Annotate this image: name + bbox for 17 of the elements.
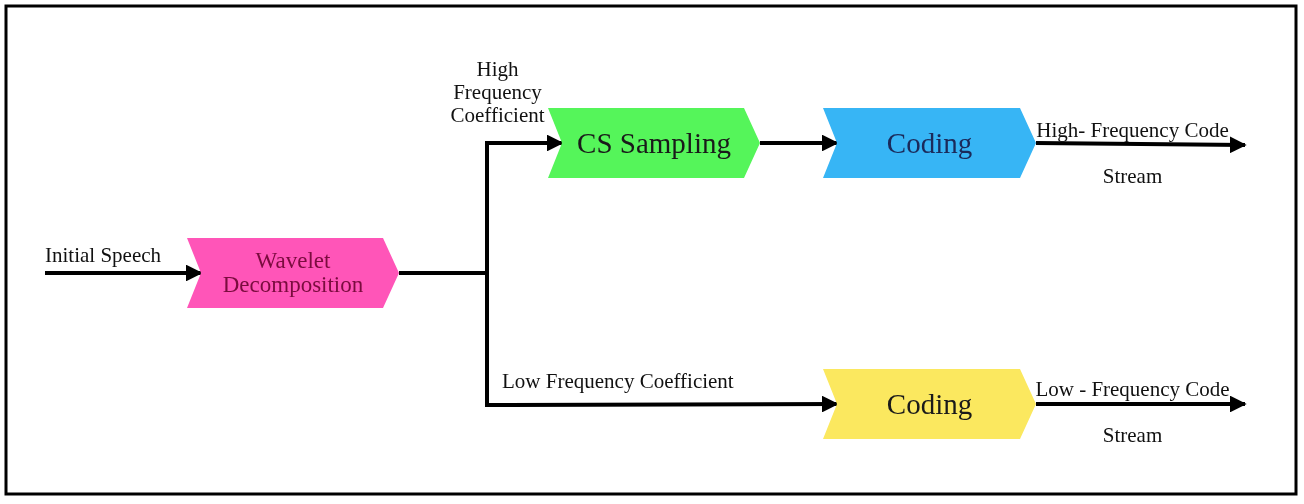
node-text: Coding: [886, 388, 973, 420]
node-text: Wavelet Decomposition: [221, 248, 365, 298]
edge-label: Low - Frequency Code Stream: [1034, 376, 1231, 449]
wavelet-chevron: [187, 238, 399, 308]
node-text: Coding: [886, 127, 973, 159]
edge-label: High- Frequency Code Stream: [1035, 117, 1230, 190]
node-text: CS Sampling: [577, 127, 731, 159]
edge-label: High Frequency Coefficient: [449, 58, 546, 128]
arrow: [1035, 136, 1247, 154]
process-chevron: [823, 369, 1036, 439]
arrow: [760, 134, 839, 152]
edge-label: Initial Speech: [45, 244, 163, 268]
process-chevron: [823, 108, 1036, 178]
arrow: [1036, 395, 1247, 413]
process-chevron: [548, 108, 760, 178]
arrow: [45, 264, 203, 282]
edge-label: Low Frequency Coefficient: [502, 370, 735, 394]
